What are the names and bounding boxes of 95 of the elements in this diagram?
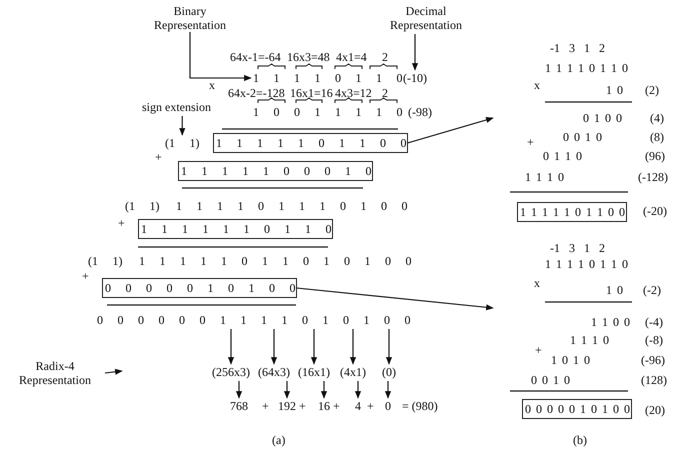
arrow: [296, 287, 494, 310]
partial-product-box: 1 1 1 1 1 0 1 1 0 0: [213, 133, 408, 153]
sign-extension-bits: (1 1): [125, 199, 160, 213]
arrow: [407, 117, 494, 144]
decimal-value: (-2): [643, 283, 661, 297]
weight-label: 4x1=4: [336, 50, 367, 64]
operator-sign: +: [82, 269, 89, 283]
binary-row: 1 0 1 0: [551, 353, 591, 367]
binary-row: 1 0: [606, 283, 624, 297]
arrow: [104, 368, 123, 375]
decimal-value: (128): [641, 373, 667, 387]
arrow: [384, 381, 392, 399]
weight-label: 16x1=16: [290, 86, 333, 100]
binary-row: 1 1 1 1 0 1 1 0: [253, 71, 402, 85]
operator-sign: +: [299, 399, 306, 413]
decimal-value: (-98): [408, 105, 432, 119]
operator-sign: +: [367, 399, 374, 413]
arrow: [179, 116, 186, 136]
annotation-text: Binary Representation: [140, 4, 240, 32]
binary-row: 1 0: [606, 83, 624, 97]
partial-product-box: 0 0 0 0 0 1 0 1 0 0: [102, 278, 296, 298]
operator-sign: x: [534, 78, 540, 92]
binary-row: 1 1 1 1 1 0 1 1 0 1 0 1 0 0: [139, 254, 412, 268]
term-value: 192: [278, 399, 296, 413]
weight-label: 64x-2=-128: [228, 86, 285, 100]
arrow: [386, 329, 392, 365]
result-box: 1 1 1 1 1 0 1 1 0 0: [517, 202, 627, 222]
binary-row: 1 1 1 1 0 1 1 1 0 1 0 0: [176, 199, 408, 213]
term-value: 4: [355, 399, 361, 413]
binary-row: 1 1 1 0: [570, 333, 610, 347]
sign-extension-bits: (1 1): [88, 254, 122, 268]
arrow: [236, 381, 242, 399]
binary-row: 0 0 1 0: [563, 130, 603, 144]
radix-term: (0): [382, 365, 396, 379]
term-value: 0: [385, 399, 391, 413]
radix-term: (4x1): [340, 365, 366, 379]
arrow: [354, 381, 362, 399]
decimal-value: (4): [650, 111, 664, 125]
arrow: [320, 381, 328, 399]
operator-sign: +: [535, 343, 542, 357]
binary-row: 0 0 1 0: [531, 373, 571, 387]
decimal-value: (8): [650, 130, 664, 144]
weight-label: 4x3=12: [335, 86, 372, 100]
decimal-value: (96): [645, 149, 665, 163]
term-value: 16: [318, 399, 330, 413]
weight-label: 2: [382, 50, 388, 64]
decimal-value: (-10): [403, 71, 427, 85]
arrow: [310, 329, 318, 365]
decimal-value: (-96): [641, 353, 665, 367]
binary-row: 1 1 1 1 0 1 1 0: [545, 257, 629, 271]
operator-sign: x: [209, 78, 215, 92]
digit-row: -1 3 1 2: [550, 41, 605, 55]
subfigure-label: (a): [272, 433, 286, 447]
radix-term: (256x3): [212, 365, 250, 379]
weight-label: 64x-1=-64: [230, 50, 281, 64]
digit-row: -1 3 1 2: [550, 241, 605, 255]
binary-row: 1 0 0 1 1 1 1 0: [253, 105, 402, 119]
operator-sign: x: [534, 276, 540, 290]
arrow: [270, 329, 278, 365]
radix-term: (64x3): [258, 365, 290, 379]
radix-term: (16x1): [298, 365, 330, 379]
binary-row: 0 1 1 0: [543, 149, 583, 163]
binary-row: 1 1 0 0: [591, 315, 631, 329]
binary-row: 1 1 1 1 0 1 1 0: [545, 61, 629, 75]
sum-result: = (980): [402, 399, 438, 413]
arrow: [228, 329, 234, 365]
partial-product-box: 1 1 1 1 1 1 0 1 1 0: [138, 219, 332, 239]
arrow: [412, 34, 418, 71]
annotation-text: Radix-4 Representation: [5, 359, 105, 387]
arrow: [350, 329, 356, 365]
operator-sign: +: [155, 150, 162, 164]
decimal-value: (-4): [645, 315, 663, 329]
sign-extension-bits: (1 1): [165, 136, 200, 150]
arrow: [284, 381, 290, 399]
binary-row: 1 1 1 0: [525, 170, 565, 184]
operator-sign: +: [118, 216, 125, 230]
operator-sign: +: [262, 399, 269, 413]
result-box: 0 0 0 0 0 1 0 1 0 0: [522, 399, 632, 419]
arrow: [189, 32, 252, 82]
subfigure-label: (b): [573, 433, 587, 447]
annotation-text: sign extension: [142, 100, 211, 114]
weight-label: 16x3=48: [287, 50, 330, 64]
operator-sign: +: [527, 135, 534, 149]
term-value: 768: [230, 399, 248, 413]
decimal-value: (-128): [638, 170, 668, 184]
partial-product-box: 1 1 1 1 1 0 0 0 1 0: [178, 161, 372, 181]
decimal-value: (2): [645, 83, 659, 97]
binary-row: 0 1 0 0: [583, 111, 623, 125]
decimal-value: (20): [645, 403, 665, 417]
decimal-value: (-20): [643, 204, 667, 218]
annotation-text: Decimal Representation: [376, 4, 476, 32]
binary-row: 0 0 0 0 0 0 1 1 1 1 0 1 0 1 0 0: [97, 313, 410, 327]
weight-label: 2: [382, 86, 388, 100]
operator-sign: +: [333, 399, 340, 413]
decimal-value: (-8): [645, 333, 663, 347]
